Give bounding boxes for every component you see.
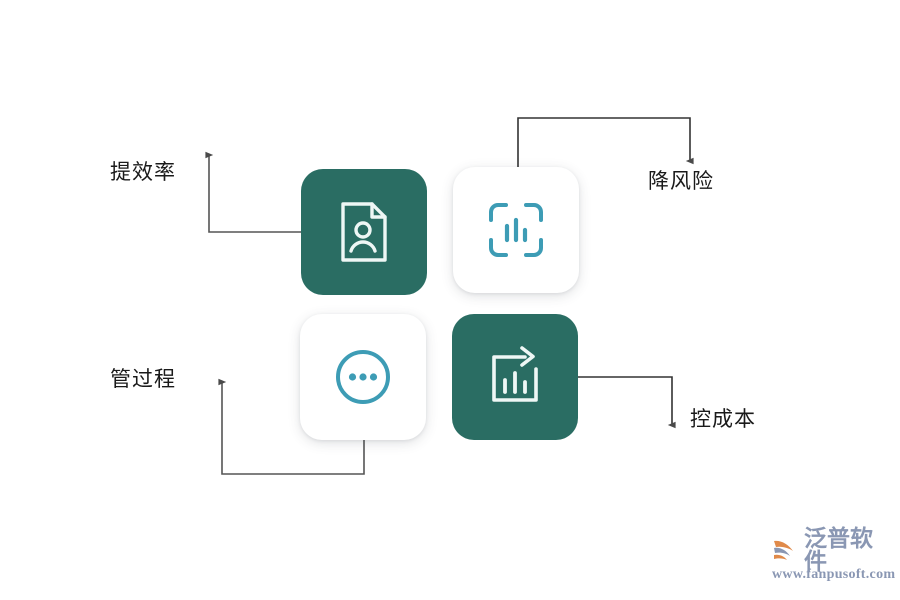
circle-ellipsis-icon (336, 350, 390, 404)
fanpu-logo-icon (774, 540, 793, 560)
brand-watermark: 泛普软件 www.fanpusoft.com (772, 527, 896, 590)
label-control-cost: 控成本 (690, 407, 756, 431)
scan-barchart-icon (489, 203, 543, 257)
tile-scan-barchart[interactable] (453, 167, 579, 293)
label-manage-process: 管过程 (110, 367, 176, 391)
connector-chart-arrow-to-kongchengben (578, 376, 676, 429)
brand-logo-row: 泛普软件 (772, 527, 892, 573)
label-improve-efficiency: 提效率 (110, 160, 176, 184)
brand-url: www.fanpusoft.com (772, 567, 896, 582)
connector-scan-chart-to-jiangfengxian (517, 117, 694, 167)
document-person-icon (341, 202, 387, 262)
label-reduce-risk: 降风险 (648, 169, 714, 193)
connector-doc-person-to-tixiaolv (205, 151, 301, 233)
tile-document-person[interactable] (301, 169, 427, 295)
brand-name: 泛普软件 (804, 525, 873, 574)
tile-circle-ellipsis[interactable] (300, 314, 426, 440)
barchart-arrow-icon (492, 346, 538, 402)
tile-barchart-arrow[interactable] (452, 314, 578, 440)
